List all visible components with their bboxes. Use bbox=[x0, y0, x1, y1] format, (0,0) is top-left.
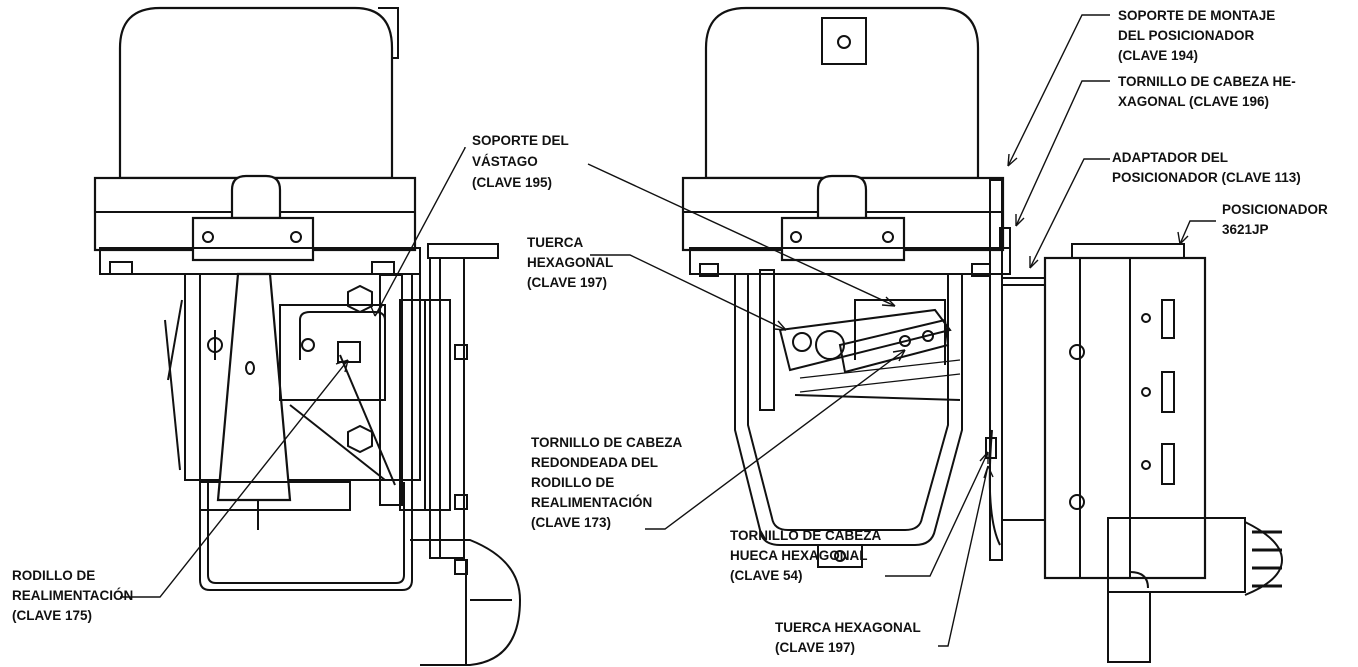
label-tuerca-197-bottom-line1: TUERCA HEXAGONAL bbox=[775, 620, 921, 635]
label-tuerca-197-top-line3: (CLAVE 197) bbox=[527, 275, 607, 290]
label-adaptador-line1: ADAPTADOR DEL bbox=[1112, 150, 1228, 165]
label-tornillo-173-line1: TORNILLO DE CABEZA bbox=[531, 435, 682, 450]
label-soporte-montaje-line1: SOPORTE DE MONTAJE bbox=[1118, 8, 1275, 23]
label-soporte-montaje-line2: DEL POSICIONADOR bbox=[1118, 28, 1255, 43]
label-tornillo-196-line2: XAGONAL (CLAVE 196) bbox=[1118, 94, 1269, 109]
label-soporte-vastago-line3: (CLAVE 195) bbox=[472, 175, 552, 190]
label-rodillo-175-line1: RODILLO DE bbox=[12, 568, 95, 583]
label-tuerca-197-bottom: TUERCA HEXAGONAL (CLAVE 197) bbox=[775, 620, 921, 655]
label-tornillo-173-line2: REDONDEADA DEL bbox=[531, 455, 658, 470]
leader-lines bbox=[120, 14, 1216, 647]
label-tornillo-173-line5: (CLAVE 173) bbox=[531, 515, 611, 530]
label-rodillo-175-line3: (CLAVE 175) bbox=[12, 608, 92, 623]
label-soporte-montaje: SOPORTE DE MONTAJE DEL POSICIONADOR (CLA… bbox=[1118, 8, 1275, 63]
label-tuerca-197-top: TUERCA HEXAGONAL (CLAVE 197) bbox=[527, 235, 613, 290]
label-posicionador: POSICIONADOR 3621JP bbox=[1222, 202, 1328, 237]
label-tornillo-196: TORNILLO DE CABEZA HE- XAGONAL (CLAVE 19… bbox=[1118, 74, 1296, 109]
label-soporte-vastago: SOPORTE DEL VÁSTAGO (CLAVE 195) bbox=[472, 133, 569, 190]
label-tornillo-54-line1: TORNILLO DE CABEZA bbox=[730, 528, 881, 543]
label-posicionador-line1: POSICIONADOR bbox=[1222, 202, 1328, 217]
label-soporte-montaje-line3: (CLAVE 194) bbox=[1118, 48, 1198, 63]
left-actuator-assembly bbox=[93, 6, 522, 666]
label-tornillo-173-line3: RODILLO DE bbox=[531, 475, 614, 490]
label-tornillo-173-line4: REALIMENTACIÓN bbox=[531, 495, 652, 510]
label-adaptador-line2: POSICIONADOR (CLAVE 113) bbox=[1112, 170, 1301, 185]
label-tornillo-54-line2: HUECA HEXAGONAL bbox=[730, 548, 868, 563]
label-tuerca-197-bottom-line2: (CLAVE 197) bbox=[775, 640, 855, 655]
label-tornillo-196-line1: TORNILLO DE CABEZA HE- bbox=[1118, 74, 1296, 89]
label-tornillo-54-line3: (CLAVE 54) bbox=[730, 568, 803, 583]
label-adaptador: ADAPTADOR DEL POSICIONADOR (CLAVE 113) bbox=[1112, 150, 1301, 185]
label-tornillo-173: TORNILLO DE CABEZA REDONDEADA DEL RODILL… bbox=[531, 435, 682, 530]
label-tuerca-197-top-line1: TUERCA bbox=[527, 235, 583, 250]
label-tuerca-197-top-line2: HEXAGONAL bbox=[527, 255, 613, 270]
label-soporte-vastago-line2: VÁSTAGO bbox=[472, 154, 538, 169]
label-soporte-vastago-line1: SOPORTE DEL bbox=[472, 133, 569, 148]
label-rodillo-175: RODILLO DE REALIMENTACIÓN (CLAVE 175) bbox=[12, 568, 133, 623]
label-rodillo-175-line2: REALIMENTACIÓN bbox=[12, 588, 133, 603]
label-posicionador-line2: 3621JP bbox=[1222, 222, 1269, 237]
right-actuator-assembly bbox=[681, 6, 1284, 663]
label-tornillo-54: TORNILLO DE CABEZA HUECA HEXAGONAL (CLAV… bbox=[730, 528, 881, 583]
